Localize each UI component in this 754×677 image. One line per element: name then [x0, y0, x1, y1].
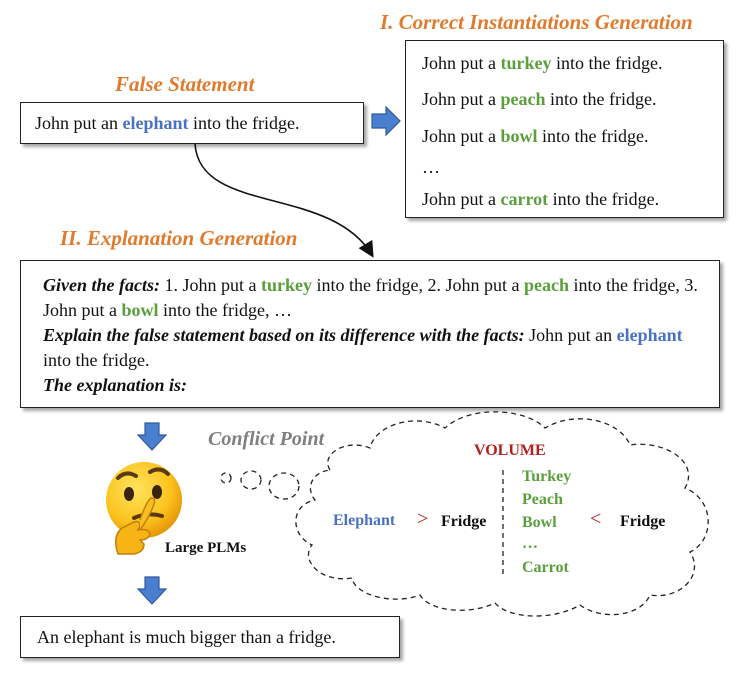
down-arrow-icon [136, 576, 168, 605]
instantiation-item: John put a peach into the fridge. [422, 89, 657, 109]
elephant-label: Elephant [333, 512, 396, 529]
false-object: elephant [122, 113, 189, 133]
answer-label: The explanation is: [43, 375, 188, 395]
right-item: Bowl [522, 514, 557, 531]
explanation-prompt-box: Given the facts: 1. John put a turkey in… [20, 260, 720, 408]
left-fridge-label: Fridge [441, 513, 487, 530]
right-item: … [522, 535, 538, 552]
right-item: Peach [522, 491, 563, 508]
right-item: Turkey [522, 468, 572, 485]
false-statement-text: John put an elephant into the fridge. [35, 113, 300, 133]
down-arrow-icon [136, 422, 168, 451]
explanation-title: II. Explanation Generation [60, 226, 298, 250]
false-statement-title: False Statement [115, 72, 255, 96]
right-arrow-icon [371, 106, 401, 136]
instantiation-item: John put a bowl into the fridge. [422, 126, 649, 146]
instantiation-ellipsis: … [422, 157, 440, 177]
output-box: An elephant is much bigger than a fridge… [20, 616, 400, 658]
instantiations-box: John put a turkey into the fridge. John … [405, 40, 724, 218]
output-text: An elephant is much bigger than a fridge… [37, 627, 336, 647]
conflict-point-title: Conflict Point [208, 428, 325, 450]
explanation-prompt-text: Given the facts: 1. John put a turkey in… [43, 275, 698, 395]
right-fridge-label: Fridge [620, 513, 666, 530]
false-statement-box: John put an elephant into the fridge. [20, 102, 364, 144]
thinking-face-icon [106, 462, 182, 555]
greater-than-sign: > [417, 508, 429, 530]
instantiation-item: John put a carrot into the fridge. [422, 189, 660, 209]
given-facts-label: Given the facts: [43, 275, 160, 295]
instantiation-item: John put a turkey into the fridge. [422, 53, 663, 73]
less-than-sign: < [590, 508, 602, 530]
instruction-label: Explain the false statement based on its… [43, 325, 525, 345]
model-label: Large PLMs [165, 540, 247, 556]
volume-label: VOLUME [474, 442, 546, 459]
instantiations-title: I. Correct Instantiations Generation [380, 10, 693, 34]
right-item: Carrot [522, 559, 569, 576]
